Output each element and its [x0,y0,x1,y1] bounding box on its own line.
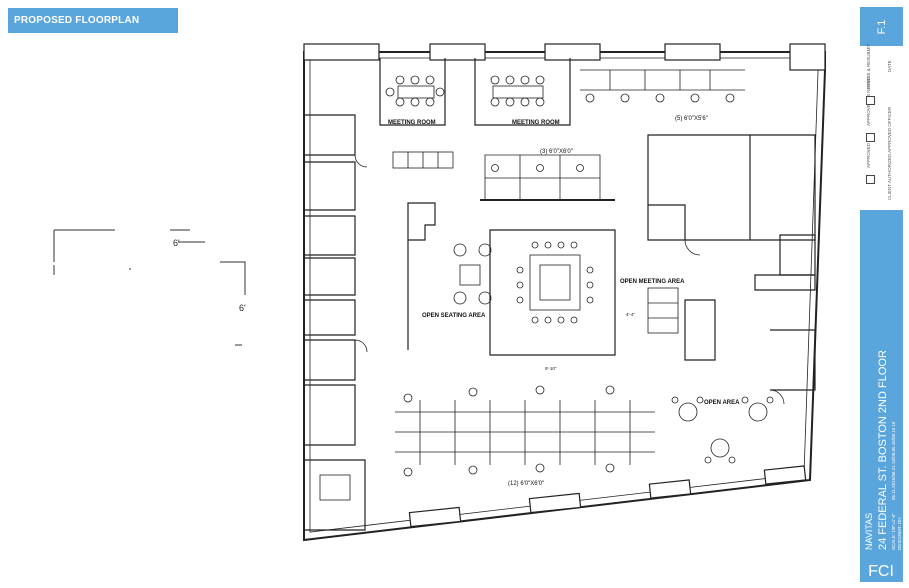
key-plan: 6' 6' [53,229,246,346]
workstations-3-label: (3) 6'0"X6'0" [540,149,573,155]
title-block: NAVITAS 24 FEDERAL ST. BOSTON 2ND FLOOR … [860,210,903,582]
firm-logo-text: FCI [868,563,894,580]
approved-checkbox[interactable] [866,175,875,184]
scale-text: SCALE: 1/8"=1'-0" [891,513,896,550]
meeting-room-2-label: MEETING ROOM [512,120,560,126]
client-name: NAVITAS [864,512,874,550]
dimension-small-2: 9'-10" [545,366,557,371]
revise-resubmit-checkbox[interactable] [866,96,875,105]
floorplan: MEETING ROOM MEETING ROOM (5) 6'0"X5'6" … [303,43,826,542]
meeting-room-1-label: MEETING ROOM [388,120,436,126]
sheet-number: F.1 [875,19,888,34]
dimension-vertical: 6' [239,303,246,313]
open-area-label: OPEN AREA [704,400,740,406]
designer-text: DESIGNER: DH [897,517,902,550]
client-authorized-label: CLIENT AUTHORIZED APPROVED OFFICER [887,106,892,200]
approved-label: APPROVED [866,142,871,168]
page-title: PROPOSED FLOORPLAN [14,15,140,26]
firm-logo: FCI [863,558,900,580]
workstations-5-label: (5) 6'0"X5'6" [675,116,708,122]
page-title-banner: PROPOSED FLOORPLAN [8,8,178,33]
revision-dates: 05.11.2015/06.21.16/08.05.16/08.19.16 [891,421,896,501]
workstations-12-label: (12) 6'0"X6'0" [508,481,544,487]
approval-stamp: APPROVED APPROVED AS NOTED REVISE & RESU… [860,44,903,205]
revise-resubmit-label: REVISE & RESUBMIT [866,43,871,89]
date-label: DATE [887,60,892,72]
dimension-small-1: 4'-4" [626,312,635,317]
sheet-number-box: F.1 [860,7,903,46]
dimension-horizontal: 6' [173,238,180,248]
project-address: 24 FEDERAL ST. BOSTON 2ND FLOOR [877,350,889,550]
approved-as-noted-checkbox[interactable] [866,133,875,142]
open-seating-area-label: OPEN SEATING AREA [422,313,486,319]
open-meeting-area-label: OPEN MEETING AREA [620,279,685,285]
